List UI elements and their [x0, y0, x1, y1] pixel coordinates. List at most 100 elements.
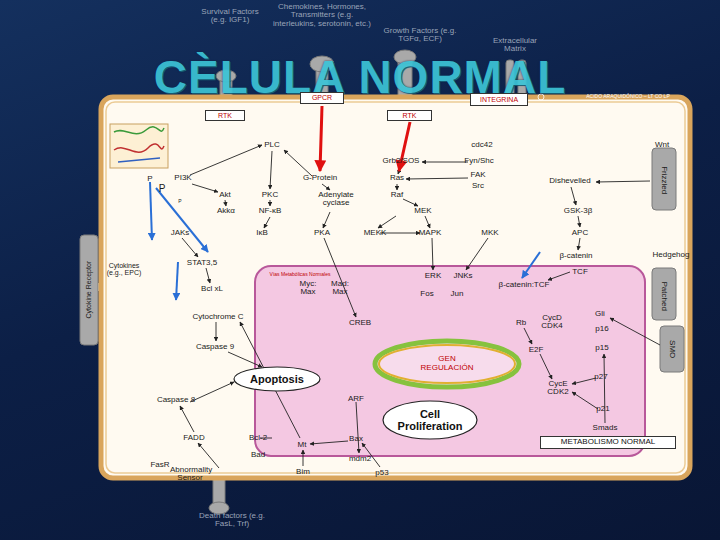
node-text: GPCR [312, 94, 332, 102]
pathway-arrow [270, 151, 272, 189]
pathway-label: FasR [150, 461, 169, 469]
red-arrow [320, 106, 322, 171]
oval-node: Cell Proliferation [382, 400, 478, 440]
pathway-label: Fos [420, 290, 433, 298]
pathway-arrow [216, 322, 217, 341]
pathway-label: P [159, 184, 166, 195]
pathway-label: Extracellular Matrix [490, 37, 540, 54]
pathway-arrow [303, 450, 304, 466]
pathway-label: Cytochrome C [192, 313, 243, 321]
pathway-label: Adenylate cyclase [312, 191, 360, 208]
pathway-label: Bcl-2 [249, 434, 267, 442]
pathway-thumbnail [110, 124, 168, 168]
pathway-label: JAKs [171, 229, 190, 237]
thumbnail-line [114, 127, 164, 134]
pathway-label: PLC [264, 141, 280, 149]
pathway-label: FAK [470, 171, 485, 179]
oval-outline [234, 367, 320, 391]
blue-arrow [176, 262, 178, 300]
patched-receptor [652, 268, 676, 320]
pathway-arrow [397, 184, 398, 190]
pathway-label: p15 [595, 344, 608, 352]
pathway-label: Chemokines, Hormones, Transmitters (e.g.… [272, 3, 372, 28]
pathway-label: Bax [349, 435, 363, 443]
pathway-label: MKK [481, 229, 498, 237]
pathway-label: Akkα [217, 207, 235, 215]
pathway-label: Smads [593, 424, 618, 432]
pathway-arrow [432, 238, 433, 270]
pathway-label: P [147, 175, 152, 183]
pathway-label: CycD CDK4 [540, 314, 564, 331]
oval-ring [379, 345, 515, 383]
label-box: INTEGRINA [470, 93, 528, 106]
pathway-label: ERK [425, 272, 441, 280]
pathway-label: Hedgehog [653, 251, 690, 259]
blue-arrow [522, 252, 540, 278]
node-text: Cell Proliferation [395, 408, 465, 432]
pathway-arrow [190, 382, 234, 402]
pathway-label: cdc42 [471, 141, 492, 149]
pathway-label: p27 [594, 373, 607, 381]
node-text: INTEGRINA [480, 96, 518, 104]
blue-arrow [150, 182, 152, 240]
pathway-label: Cytokines (e.g., EPC) [104, 262, 144, 277]
pathway-arrow [610, 318, 660, 345]
pathway-arrow [198, 443, 219, 468]
pathway-arrow [572, 378, 596, 384]
pathway-label: Jun [451, 290, 464, 298]
pathway-label: Raf [391, 191, 403, 199]
pathway-arrow [425, 216, 430, 228]
node-text: RTK [218, 112, 232, 120]
oval-node: GEN REGULACIÓN [372, 338, 522, 390]
pathway-label: Cytokine Receptor [85, 261, 92, 319]
pathway-label: Caspase 8 [157, 396, 195, 404]
oval-outline [383, 401, 477, 439]
pathway-arrow [182, 238, 198, 257]
pathway-label: p16 [595, 325, 608, 333]
pathway-arrow [422, 162, 468, 163]
pathway-arrow [571, 187, 576, 205]
pathway-arrow [270, 200, 271, 206]
pathway-label: mdm2 [349, 455, 371, 463]
pathway-label: Mad: Max [329, 280, 351, 297]
pathway-label: TCF [572, 268, 588, 276]
pathway-label: CycE CDK2 [546, 380, 570, 397]
pathway-label: STAT3,5 [187, 259, 217, 267]
pathway-label: Bcl xL [201, 285, 223, 293]
pathway-arrow [310, 441, 348, 444]
pathway-arrow [190, 145, 262, 175]
pathway-label: Bim [296, 468, 310, 476]
pathway-label: Fyn/Shc [464, 157, 493, 165]
pathway-label: CREB [349, 319, 371, 327]
pathway-label: Vías Metabólicas Normales [270, 272, 331, 277]
pathway-arrow [180, 406, 194, 432]
cell-membrane [101, 97, 690, 478]
pathway-label: Dishevelled [549, 177, 590, 185]
pathway-label: Death factors (e.g. FasL, Trf) [196, 512, 268, 529]
pathway-arrow [572, 392, 598, 409]
pathway-arrow [206, 268, 210, 283]
node-text: GEN REGULACIÓN [412, 355, 482, 373]
pathway-label: Gli [595, 310, 605, 318]
pathway-label: NF-κB [259, 207, 282, 215]
cytokine-receptor [80, 235, 98, 345]
pathway-label: Ras [390, 174, 404, 182]
thumbnail-line [118, 158, 160, 162]
pathway-label: Patched [660, 282, 668, 311]
pathway-label: APC [572, 229, 588, 237]
pathway-arrow [540, 354, 552, 379]
pathway-arrow [192, 184, 218, 192]
pathway-arrow [225, 200, 226, 206]
pathway-label: G-Protein [303, 174, 337, 182]
pathway-label: E2F [529, 346, 544, 354]
pathway-label: PKC [262, 191, 278, 199]
pathway-label: p21 [596, 405, 609, 413]
cell-membrane-inner [106, 102, 685, 473]
oval-node: Apoptosis [233, 366, 321, 392]
pathway-arrow [578, 216, 580, 227]
pathway-label: Bad [251, 451, 265, 459]
label-box: RTK [205, 110, 245, 121]
pathway-arrow [406, 178, 468, 179]
pathway-label: Akt [219, 191, 231, 199]
pathway-label: SMO [668, 340, 676, 358]
